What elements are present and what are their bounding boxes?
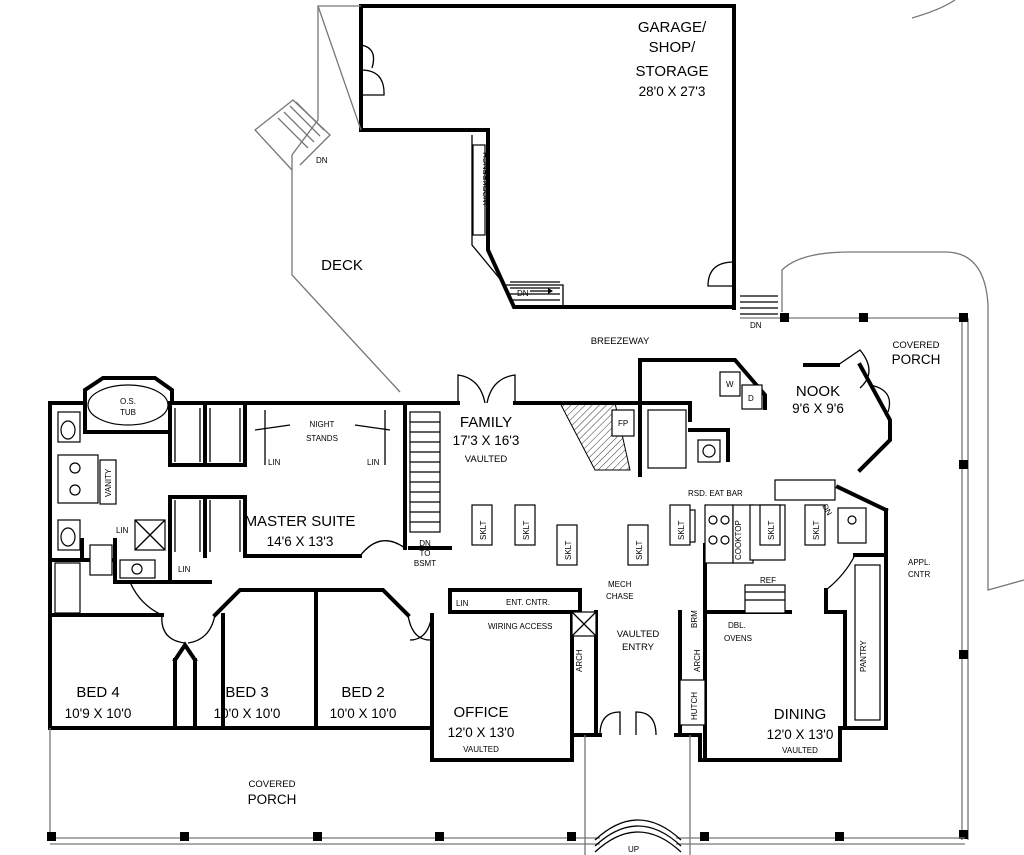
porch-right-label: COVERED xyxy=(893,340,940,351)
dbl-ovens-label-2: OVENS xyxy=(724,634,752,643)
bottom-porch xyxy=(47,728,965,855)
skylight-label-7: SKLT xyxy=(812,520,821,540)
lin-label-5: LIN xyxy=(456,599,469,608)
dining-note: VAULTED xyxy=(782,746,818,755)
nook-label: NOOK xyxy=(796,383,840,400)
basement-stairs xyxy=(409,411,441,533)
breezeway-dn-label: DN xyxy=(750,321,762,330)
mech-chase-label: MECH xyxy=(608,580,632,589)
ref-label: REF xyxy=(760,576,776,585)
bed3-label: BED 3 xyxy=(225,684,268,701)
garage-size: 28'0 X 27'3 xyxy=(639,84,706,99)
nook-size: 9'6 X 9'6 xyxy=(792,401,844,416)
breezeway-label: BREEZEWAY xyxy=(591,336,650,347)
bsmt-label: DN xyxy=(419,539,431,548)
fp-label: FP xyxy=(618,419,628,428)
skylight-label-3: SKLT xyxy=(564,540,573,560)
hutch-label: HUTCH xyxy=(690,692,699,720)
cooktop-label: COOKTOP xyxy=(734,520,743,560)
lin-label-2: LIN xyxy=(367,458,380,467)
right-porch xyxy=(740,251,1024,840)
master-suite-label: MASTER SUITE xyxy=(245,513,356,530)
washer-label: W xyxy=(726,380,734,389)
night-stands-label-2: STANDS xyxy=(306,434,338,443)
room-labels: GARAGE/ SHOP/ STORAGE 28'0 X 27'3 DECK B… xyxy=(65,19,941,807)
vanity-label: VANITY xyxy=(104,468,113,497)
skylight-label-2: SKLT xyxy=(522,520,531,540)
night-stands-label: NIGHT xyxy=(310,420,335,429)
lin-label-1: LIN xyxy=(268,458,281,467)
door-swings xyxy=(129,349,891,736)
arch-label-2: ARCH xyxy=(693,649,702,672)
porch-bottom-label: COVERED xyxy=(249,779,296,790)
office-note: VAULTED xyxy=(463,745,499,754)
bsmt-label-3: BSMT xyxy=(414,559,436,568)
garage-label: GARAGE/ xyxy=(638,19,707,36)
bed3-size: 10'0 X 10'0 xyxy=(214,706,281,721)
main-house-walls xyxy=(48,358,892,762)
garage-stairs xyxy=(510,281,560,301)
bed2-label: BED 2 xyxy=(341,684,384,701)
office-size: 12'0 X 13'0 xyxy=(448,725,515,740)
garage-label-2: SHOP/ xyxy=(649,39,697,56)
lin-label-4: LIN xyxy=(178,565,191,574)
dbl-ovens-label: DBL. xyxy=(728,621,746,630)
up-label: UP xyxy=(628,845,639,854)
dining-size: 12'0 X 13'0 xyxy=(767,727,834,742)
os-tub-label: O.S. xyxy=(120,397,136,406)
bed4-label: BED 4 xyxy=(76,684,119,701)
garage-label-3: STORAGE xyxy=(635,63,708,80)
skylight-label-6: SKLT xyxy=(767,520,776,540)
appl-cntr-label: APPL. xyxy=(908,558,931,567)
ent-cntr-label: ENT. CNTR. xyxy=(506,598,550,607)
skylight-label-4: SKLT xyxy=(635,540,644,560)
office-label: OFFICE xyxy=(454,704,509,721)
brm-label: BRM xyxy=(690,610,699,628)
deck-dn-label: DN xyxy=(316,156,328,165)
deck-label: DECK xyxy=(321,257,363,274)
mech-chase-label-2: CHASE xyxy=(606,592,634,601)
pantry-label: PANTRY xyxy=(859,640,868,672)
family-label: FAMILY xyxy=(460,414,512,431)
deck-outline xyxy=(254,5,401,393)
porch-bottom-label-2: PORCH xyxy=(248,792,297,807)
dryer-label: D xyxy=(748,394,754,403)
os-tub-label-2: TUB xyxy=(120,408,136,417)
lin-label-3: LIN xyxy=(116,526,129,535)
porch-right-label-2: PORCH xyxy=(892,352,941,367)
eat-bar-label: RSD. EAT BAR xyxy=(688,489,743,498)
skylight-label-1: SKLT xyxy=(479,520,488,540)
bed4-size: 10'9 X 10'0 xyxy=(65,706,132,721)
dining-label: DINING xyxy=(774,706,827,723)
master-suite-size: 14'6 X 13'3 xyxy=(267,534,334,549)
appl-cntr-label-2: CNTR xyxy=(908,570,930,579)
bed2-size: 10'0 X 10'0 xyxy=(330,706,397,721)
garage-walls xyxy=(359,4,736,310)
skylight-label-5: SKLT xyxy=(677,520,686,540)
workbench-label: WORKBENCH xyxy=(482,152,491,205)
arch-label-1: ARCH xyxy=(575,649,584,672)
entry-label: VAULTED xyxy=(617,629,660,640)
entry-label-2: ENTRY xyxy=(622,642,655,653)
family-size: 17'3 X 16'3 xyxy=(453,433,520,448)
annotation-labels: WORKBENCH DN DN DN DN O.S. TUB VANITY NI… xyxy=(104,152,931,854)
family-note: VAULTED xyxy=(465,454,508,465)
bsmt-label-2: TO xyxy=(420,549,431,558)
fixtures xyxy=(54,371,881,726)
garage-dn-label: DN xyxy=(517,289,529,298)
wiring-access-label: WIRING ACCESS xyxy=(488,622,552,631)
